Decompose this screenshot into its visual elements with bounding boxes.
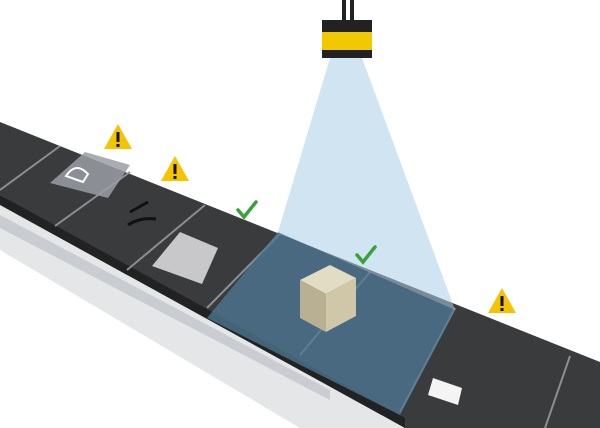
check-icon [236,200,258,220]
bagged-item [50,152,130,198]
conveyor-rail-shadow [0,215,330,400]
bagged-item-part [64,167,90,184]
barcode-label [428,378,462,405]
warning-icon [161,156,189,181]
check-icon [355,245,377,265]
cardboard-box [300,265,356,332]
warning-icon [488,288,516,313]
belt-edge [0,195,405,428]
plastic-bag-item [152,232,218,284]
cable-item [127,200,157,227]
camera [322,0,372,58]
camera-light-beam [278,58,455,310]
warning-icon [104,124,132,149]
